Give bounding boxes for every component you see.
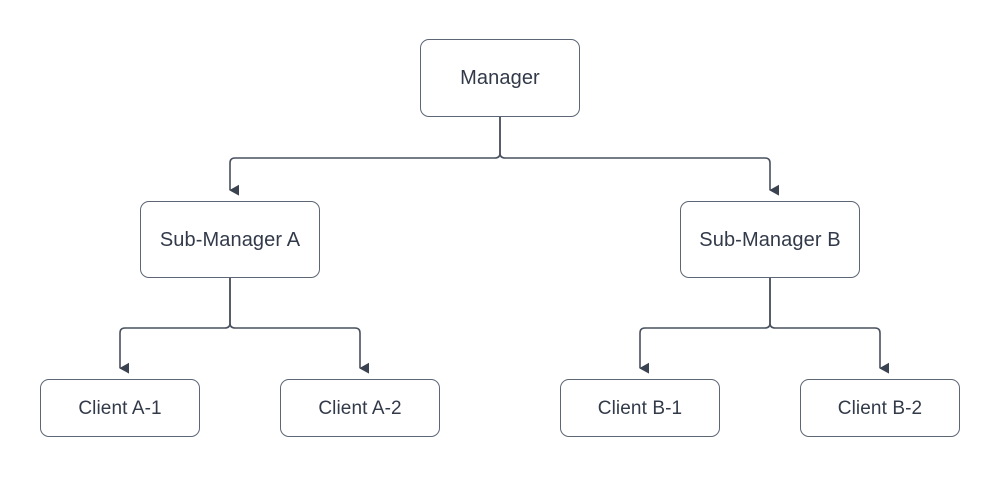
node-client-b2-label: Client B-2 (837, 397, 923, 419)
edge-sub-a-to-client-a2 (229, 278, 370, 374)
node-manager[interactable]: Manager (420, 39, 580, 117)
edge-sub-a-to-client-a1 (119, 278, 231, 374)
edge-sub-b-to-client-b2 (769, 278, 890, 374)
node-sub-manager-a-label: Sub-Manager A (159, 228, 301, 251)
node-client-b1[interactable]: Client B-1 (560, 379, 720, 437)
node-manager-label: Manager (460, 67, 540, 89)
edge-manager-to-sub-b (499, 117, 780, 196)
node-client-a2[interactable]: Client A-2 (280, 379, 440, 437)
edge-sub-b-to-client-b1 (639, 278, 771, 374)
node-client-a2-label: Client A-2 (318, 397, 402, 419)
node-client-a1[interactable]: Client A-1 (40, 379, 200, 437)
node-client-b2[interactable]: Client B-2 (800, 379, 960, 437)
node-client-a1-label: Client A-1 (78, 397, 162, 419)
node-sub-manager-b-label: Sub-Manager B (699, 228, 841, 251)
edge-manager-to-sub-a (229, 117, 501, 196)
node-sub-manager-a[interactable]: Sub-Manager A (140, 201, 320, 278)
node-sub-manager-b[interactable]: Sub-Manager B (680, 201, 860, 278)
node-client-b1-label: Client B-1 (597, 397, 683, 419)
